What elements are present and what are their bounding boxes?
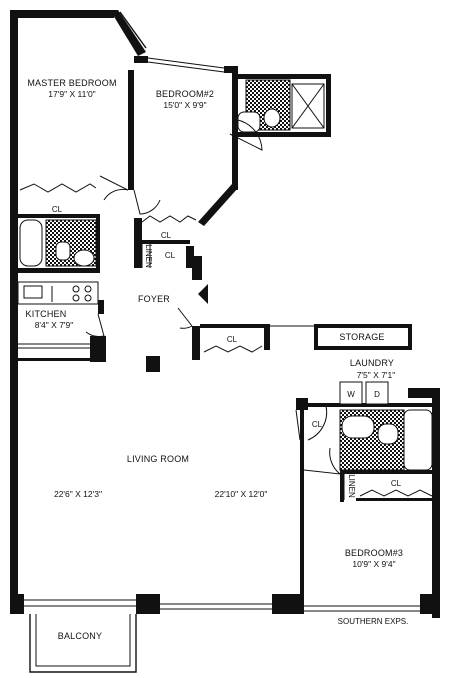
wall-bath2-east — [96, 214, 100, 272]
label-bedroom-3: BEDROOM#3 — [345, 548, 403, 558]
label-closet-hall-upper: CL — [161, 231, 172, 240]
wall-kitchen-south — [90, 336, 106, 362]
label-living-room: LIVING ROOM — [127, 454, 189, 464]
wall-foyer-south-b — [192, 326, 200, 360]
wall-living-closet-north — [200, 324, 270, 328]
wall-south-d — [420, 594, 440, 614]
label-dryer: D — [374, 390, 380, 399]
dim-kitchen: 8'4" X 7'9" — [35, 320, 74, 330]
wall-bed2-east — [232, 70, 238, 190]
dryer — [365, 381, 389, 405]
wall-bed2-north-b — [224, 66, 238, 73]
wall-master-closet — [18, 214, 98, 218]
wall-laundry-south — [300, 403, 434, 407]
wall-bath1-south — [238, 132, 331, 137]
wall-east — [432, 392, 440, 618]
wall-kitchen-base — [18, 358, 90, 361]
label-linen-hall: LINEN — [144, 244, 153, 268]
label-linen-bedroom3: LINEN — [347, 474, 356, 498]
walls — [10, 10, 440, 618]
dim-bedroom-2: 15'0" X 9'9" — [163, 100, 206, 110]
door-entry-marker — [198, 284, 208, 304]
label-washer: W — [347, 390, 355, 399]
label-laundry: LAUNDRY — [350, 358, 394, 368]
label-closet-bedroom3: CL — [391, 479, 402, 488]
wall-hall-east — [186, 246, 194, 268]
wall-south-a — [10, 594, 24, 614]
wall-bed2-north-a — [134, 56, 148, 63]
wall-linen3 — [340, 470, 344, 502]
wall-living-closet-east — [264, 326, 270, 350]
wall-bath1-north — [238, 74, 330, 79]
wall-hall-mid — [140, 240, 190, 244]
wall-south-c — [272, 594, 304, 614]
label-closet-master: CL — [52, 205, 63, 214]
dim-living-right: 22'10" X 12'0" — [215, 489, 268, 499]
wall-bed2-diagonal — [198, 184, 238, 226]
wall-storage-north — [314, 324, 412, 328]
balcony-outline — [29, 614, 137, 673]
wall-storage-east — [408, 324, 412, 350]
wall-master-east — [128, 70, 134, 190]
wall-south-b — [136, 594, 160, 614]
wall-hall-west — [134, 218, 142, 268]
wall-bath1-east — [326, 74, 331, 136]
label-kitchen: KITCHEN — [26, 309, 67, 319]
label-closet-hall-lower: CL — [165, 251, 176, 260]
wall-bath3-south — [340, 470, 434, 474]
label-closet-living: CL — [227, 335, 238, 344]
wall-kitchen-east — [98, 300, 104, 314]
wall-foyer-south — [146, 356, 160, 372]
wall-entry — [192, 256, 202, 280]
washer — [339, 381, 363, 405]
wall-storage-south — [314, 346, 412, 350]
dim-laundry: 7'5" X 7'1" — [357, 370, 396, 380]
dim-bedroom-3: 10'9" X 9'4" — [352, 559, 395, 569]
wall-master-diagonal — [110, 10, 146, 56]
label-closet-laundry-side: CL — [312, 420, 323, 429]
label-master-bedroom: MASTER BEDROOM — [27, 78, 116, 88]
label-storage: STORAGE — [339, 332, 384, 342]
label-foyer: FOYER — [138, 294, 170, 304]
wall-east-upper — [408, 388, 440, 398]
label-exposure: SOUTHERN EXPS. — [338, 617, 409, 626]
wall-bed3-closet-south — [356, 498, 434, 501]
dim-living-left: 22'6" X 12'3" — [54, 489, 102, 499]
labels: MASTER BEDROOM 17'9" X 11'0" BEDROOM#2 1… — [26, 78, 409, 641]
wall-storage-west — [314, 324, 318, 350]
wall-bath2-south — [18, 268, 100, 273]
label-balcony: BALCONY — [58, 631, 102, 641]
wall-bath3-west-block — [296, 398, 308, 410]
wall-bath3-west — [300, 403, 304, 613]
wall-master-west — [10, 14, 18, 612]
dim-master-bedroom: 17'9" X 11'0" — [48, 89, 95, 99]
thin-lines — [17, 11, 433, 673]
label-bedroom-2: BEDROOM#2 — [156, 89, 214, 99]
wall-master-north — [10, 10, 114, 18]
